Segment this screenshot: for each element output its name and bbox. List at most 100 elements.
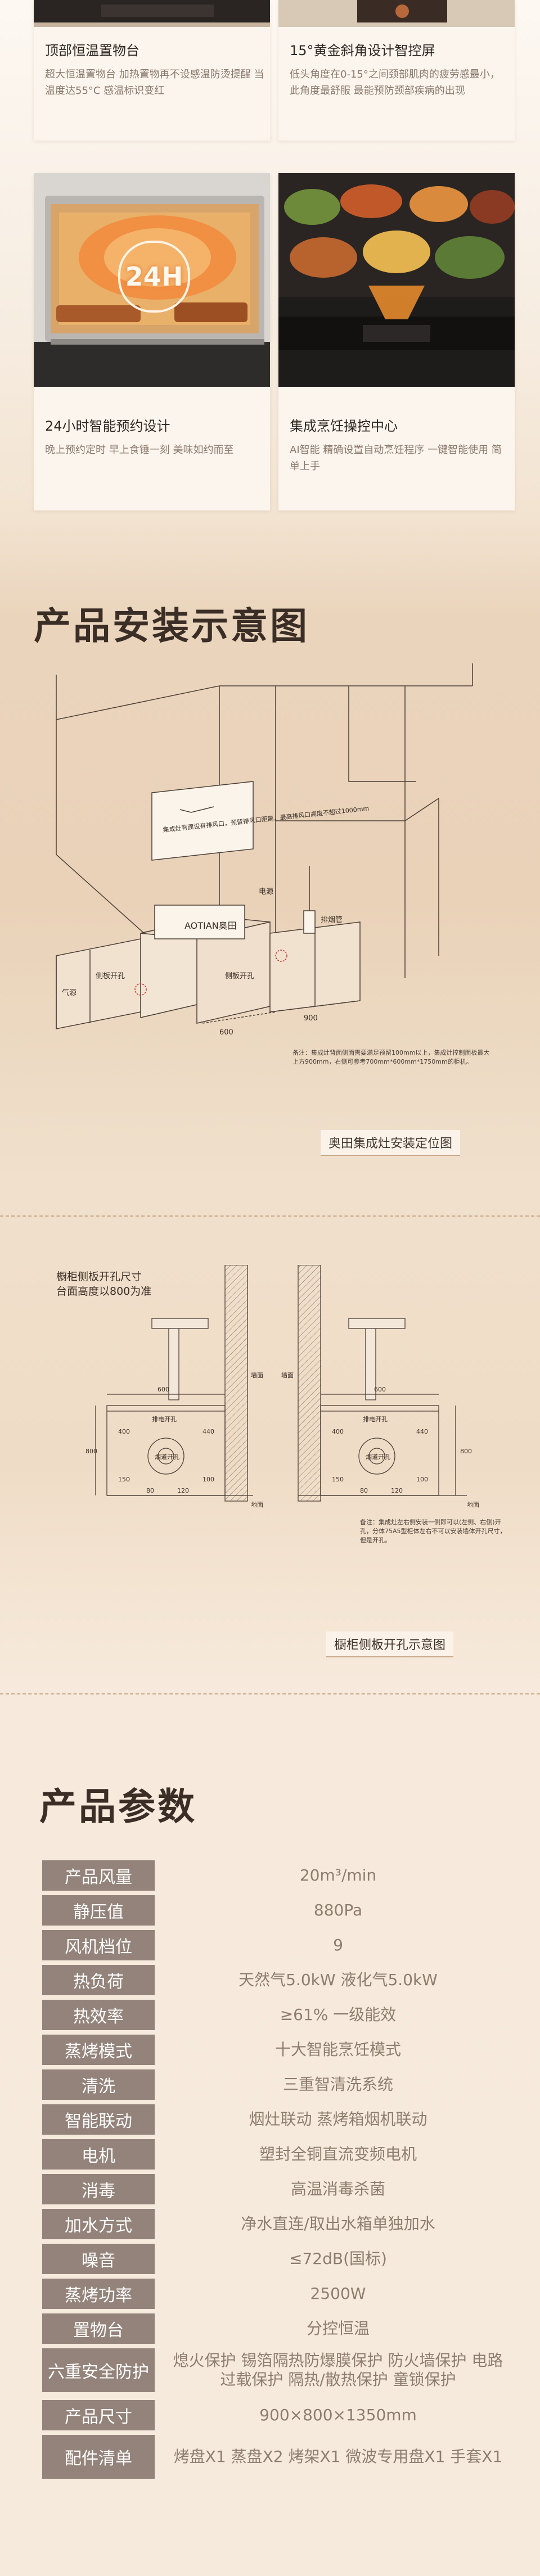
cut-label: 烟道开孔: [155, 1453, 179, 1461]
install-diagram: AOTIAN奥田 集成灶背面设有排风口，预留排风口距离，最高排风口高度不超过10…: [56, 663, 473, 1037]
param-label: 蒸烤功率: [42, 2279, 155, 2309]
dishes-photo: [278, 173, 515, 387]
param-row: 加水方式 净水直连/取出水箱单独加水: [42, 2207, 510, 2241]
feature-card-3: 24H 24小时智能预约设计 晚上预约定时 早上食锤一刻 美味如约而至: [34, 173, 270, 510]
feature-desc: 超大恒温置物台 加热置物再不设感温防烫提醒 当温度达55°C 感温标识变红: [45, 69, 264, 97]
param-row: 热效率 ≥61% 一级能效: [42, 1997, 510, 2032]
feature-card-4: 集成烹饪操控中心 AI智能 精确设置自动烹饪程序 一键智能使用 简单上手: [278, 173, 515, 510]
param-label: 产品尺寸: [42, 2400, 155, 2430]
param-row: 噪音 ≤72dB(国标): [42, 2241, 510, 2276]
param-value: 900×800×1350mm: [259, 2406, 417, 2424]
param-row: 置物台 分控恒温: [42, 2311, 510, 2346]
feature-card-2: 15°黄金斜角设计智控屏 低头角度在0-15°之间颈部肌肉的疲劳感最小，此角度最…: [278, 0, 515, 141]
param-row: 六重安全防护熄火保护 锡箔隔热防爆膜保护 防火墙保护 电路过载保护 隔热/散热保…: [42, 2346, 510, 2394]
param-label: 热负荷: [42, 1965, 155, 1995]
wall-label: 墙面: [251, 1371, 263, 1379]
param-row: 电机塑封全铜直流变频电机: [42, 2137, 510, 2172]
side-hole-label: 侧板开孔: [96, 972, 125, 980]
param-label: 风机档位: [42, 1930, 155, 1960]
dim-440: 440: [202, 1428, 214, 1435]
param-row: 智能联动烟灶联动 蒸烤箱烟机联动: [42, 2102, 510, 2137]
param-label: 配件清单: [42, 2435, 155, 2479]
param-label: 消毒: [42, 2174, 155, 2204]
dim-120: 120: [391, 1487, 403, 1494]
feature-title: 15°黄金斜角设计智控屏: [290, 43, 435, 58]
param-row: 蒸烤模式 十大智能烹饪模式: [42, 2032, 510, 2067]
param-label: 蒸烤模式: [42, 2035, 155, 2065]
param-row: 热负荷 天然气5.0kW 液化气5.0kW: [42, 1963, 510, 1997]
param-value: 高温消毒杀菌: [290, 2180, 385, 2198]
param-value: 净水直连/取出水箱单独加水: [241, 2215, 435, 2233]
param-value: 分控恒温: [306, 2319, 370, 2338]
param-label: 噪音: [42, 2244, 155, 2274]
dim-80: 80: [146, 1487, 154, 1494]
param-label: 智能联动: [42, 2104, 155, 2135]
dim-150: 150: [118, 1476, 130, 1483]
param-value: 十大智能烹饪模式: [274, 2040, 401, 2059]
feature-desc: AI智能 精确设置自动烹饪程序 一键智能使用 简单上手: [290, 444, 502, 472]
dim-100: 100: [416, 1476, 428, 1483]
side-caption: 橱柜侧板开孔示意图: [326, 1632, 454, 1657]
feature-card-1: 顶部恒温置物台 超大恒温置物台 加热置物再不设感温防烫提醒 当温度达55°C 感…: [34, 0, 270, 141]
dim-80: 80: [360, 1487, 368, 1494]
param-value: 熄火保护 锡箔隔热防爆膜保护 防火墙保护 电路过载保护 隔热/散热保护 童锁保护: [173, 2351, 503, 2389]
param-row: 清洗三重智清洗系统: [42, 2067, 510, 2102]
dim-800: 800: [460, 1448, 472, 1455]
feature-title: 24小时智能预约设计: [45, 418, 170, 434]
feature-cards: 顶部恒温置物台 超大恒温置物台 加热置物再不设感温防烫提醒 当温度达55°C 感…: [0, 0, 540, 557]
feature-title: 顶部恒温置物台: [45, 43, 140, 58]
param-value: 天然气5.0kW 液化气5.0kW: [238, 1971, 438, 1989]
dim-900: 900: [304, 1014, 318, 1023]
param-row: 配件清单烤盘X1 蒸盘X2 烤架X1 微波专用盘X1 手套X1: [42, 2433, 510, 2481]
cut-label: 烟道开孔: [366, 1453, 390, 1461]
param-value: 三重智清洗系统: [282, 2075, 393, 2094]
control-screen-photo: [278, 0, 515, 27]
param-label: 置物台: [42, 2313, 155, 2344]
floor-label: 地面: [467, 1501, 479, 1508]
param-value: 20m³/min: [299, 1866, 377, 1884]
feature-desc: 低头角度在0-15°之间颈部肌肉的疲劳感最小，此角度最舒服 最能预防颈部疾病的出…: [290, 69, 500, 97]
dim-150: 150: [332, 1476, 344, 1483]
side-panel-diagram: 600 600 800 800 400 400 440 440 150 150 …: [86, 1265, 479, 1508]
dim-120: 120: [177, 1487, 189, 1494]
param-value: 烤盘X1 蒸盘X2 烤架X1 微波专用盘X1 手套X1: [173, 2447, 503, 2466]
side-note: 备注：集成灶左右侧安装一侧即可以(左侧、右侧)开孔，分体75A5型柜体左右不可以…: [360, 1519, 506, 1544]
install-section-title: 产品安装示意图: [34, 604, 309, 648]
dim-600: 600: [219, 1028, 233, 1037]
side-hole-title: 橱柜侧板开孔尺寸: [56, 1271, 142, 1283]
param-value: ≤72dB(国标): [289, 2249, 387, 2268]
dim-600: 600: [158, 1386, 169, 1393]
feature-title: 集成烹饪操控中心: [290, 418, 398, 434]
dim-400: 400: [118, 1428, 130, 1435]
dashed-divider: [0, 1693, 540, 1694]
dashed-divider: [0, 1215, 540, 1217]
param-row: 产品尺寸 900×800×1350mm: [42, 2398, 510, 2433]
param-label: 静压值: [42, 1895, 155, 1926]
dim-400: 400: [332, 1428, 344, 1435]
gas-label: 气源: [62, 988, 76, 997]
side-hole-label: 侧板开孔: [225, 972, 254, 980]
param-label: 热效率: [42, 2000, 155, 2030]
install-note: 备注：集成灶背面侧面需要满足预留100mm以上，集成灶控制面板最大上方900mm…: [292, 1049, 490, 1065]
param-row: 静压值 880Pa: [42, 1893, 510, 1928]
side-hole-subtitle: 台面高度以800为准: [56, 1285, 152, 1298]
param-label: 加水方式: [42, 2209, 155, 2239]
dim-440: 440: [416, 1428, 428, 1435]
param-value: 9: [333, 1936, 343, 1954]
dim-800: 800: [86, 1448, 97, 1455]
timer-badge: 24H: [118, 241, 190, 313]
hole-label: 排电开孔: [152, 1415, 177, 1423]
install-caption: 奥田集成灶安装定位图: [321, 1130, 461, 1156]
param-label: 六重安全防护: [42, 2348, 155, 2392]
cooktop-photo: [34, 0, 270, 27]
floor-label: 地面: [251, 1501, 263, 1508]
flue-label: 排烟管: [321, 916, 343, 924]
param-value: 2500W: [310, 2284, 366, 2303]
dim-600: 600: [374, 1386, 386, 1393]
hole-label: 排电开孔: [363, 1415, 388, 1423]
wall-label: 墙面: [281, 1371, 294, 1379]
param-value: 880Pa: [313, 1901, 363, 1919]
param-label: 电机: [42, 2139, 155, 2170]
param-value: ≥61% 一级能效: [280, 2005, 397, 2024]
